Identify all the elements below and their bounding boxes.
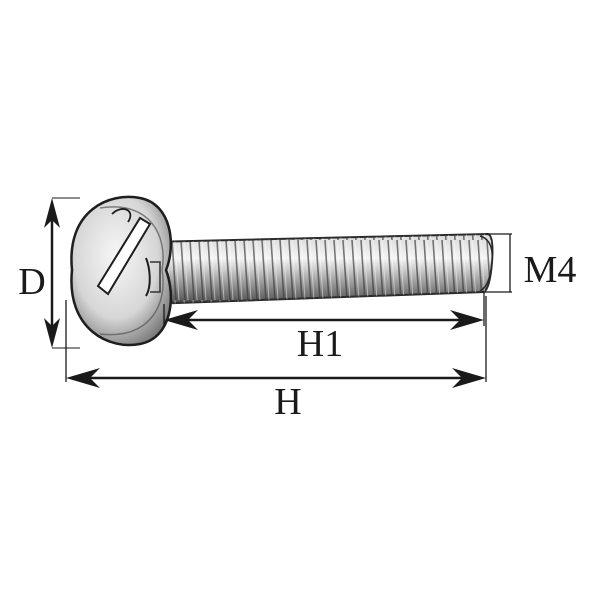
arrow-right-icon bbox=[450, 310, 484, 330]
thread-length-label: H1 bbox=[297, 323, 343, 365]
thread-size-dimension bbox=[482, 233, 512, 293]
total-length-label: H bbox=[274, 381, 301, 423]
screw-head bbox=[70, 195, 173, 347]
screw-shaft bbox=[149, 232, 494, 306]
head-diameter-label: D bbox=[18, 261, 45, 303]
thread-length-dimension bbox=[163, 292, 485, 330]
total-length-dimension bbox=[65, 296, 487, 388]
arrow-left-icon bbox=[164, 310, 198, 330]
arrow-right-icon bbox=[452, 368, 486, 388]
thread-size-label: M4 bbox=[524, 249, 577, 291]
arrow-up-icon bbox=[44, 198, 60, 228]
arrow-left-icon bbox=[66, 368, 100, 388]
arrow-down-icon bbox=[44, 318, 60, 348]
